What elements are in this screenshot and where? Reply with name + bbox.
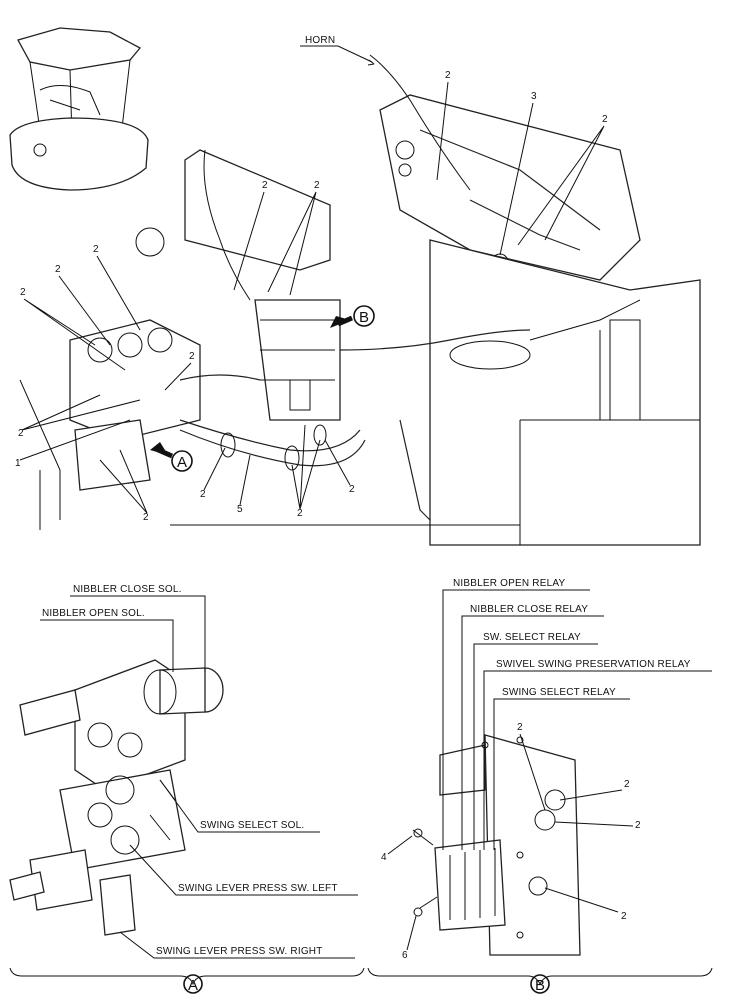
callout-2: 2	[314, 180, 320, 191]
callout-2: 2	[349, 484, 355, 495]
detail-a-letter: A	[188, 977, 198, 994]
callout-2: 2	[624, 779, 630, 790]
callout-2: 2	[621, 911, 627, 922]
callout-3: 3	[531, 91, 537, 102]
callout-2: 2	[55, 264, 61, 275]
callout-2: 2	[143, 512, 149, 523]
callout-2: 2	[445, 70, 451, 81]
callout-2: 2	[602, 114, 608, 125]
callout-2: 2	[262, 180, 268, 191]
swing-lever-right-label: SWING LEVER PRESS SW. RIGHT	[156, 946, 323, 957]
callout-2: 2	[93, 244, 99, 255]
detail-braces: A B	[9, 967, 713, 994]
swing-lever-left-label: SWING LEVER PRESS SW. LEFT	[178, 883, 338, 894]
nibbler-close-relay-label: NIBBLER CLOSE RELAY	[470, 604, 588, 615]
view-b-letter: B	[359, 309, 369, 326]
upper-harness-drawing	[19, 54, 701, 546]
callout-2: 2	[20, 287, 26, 298]
callout-6: 6	[402, 950, 408, 961]
detail-b-letter: B	[535, 977, 545, 994]
nibbler-open-relay-label: NIBBLER OPEN RELAY	[453, 578, 565, 589]
machine-overview-thumbnail	[9, 27, 149, 191]
view-b-marker	[353, 305, 375, 327]
sw-select-relay-label: SW. SELECT RELAY	[483, 632, 581, 643]
callout-2: 2	[189, 351, 195, 362]
callout-2: 2	[18, 428, 24, 439]
detail-a-marker	[183, 974, 203, 994]
nibbler-open-sol-label: NIBBLER OPEN SOL.	[42, 608, 145, 619]
callout-2: 2	[517, 722, 523, 733]
view-a-letter: A	[177, 454, 187, 471]
view-a-marker	[171, 450, 193, 472]
swing-select-sol-label: SWING SELECT SOL.	[200, 820, 304, 831]
detail-a-drawing	[9, 659, 224, 936]
upper-callouts: HORN 2 3 2 2 2 2 2 2 2 2 1 B A 2 5	[15, 35, 608, 523]
callout-2: 2	[297, 508, 303, 519]
swivel-swing-relay-label: SWIVEL SWING PRESERVATION RELAY	[496, 659, 691, 670]
detail-a-labels: NIBBLER CLOSE SOL. NIBBLER OPEN SOL. SWI…	[40, 584, 358, 959]
detail-b-marker	[530, 974, 550, 994]
callout-2: 2	[635, 820, 641, 831]
callout-4: 4	[381, 852, 387, 863]
callout-1: 1	[15, 458, 21, 469]
callout-5: 5	[237, 504, 243, 515]
detail-b-labels: NIBBLER OPEN RELAY NIBBLER CLOSE RELAY S…	[381, 578, 712, 961]
horn-label: HORN	[305, 35, 335, 46]
swing-select-relay-label: SWING SELECT RELAY	[502, 687, 616, 698]
callout-2: 2	[200, 489, 206, 500]
nibbler-close-sol-label: NIBBLER CLOSE SOL.	[73, 584, 182, 595]
detail-b-drawing	[412, 734, 581, 956]
